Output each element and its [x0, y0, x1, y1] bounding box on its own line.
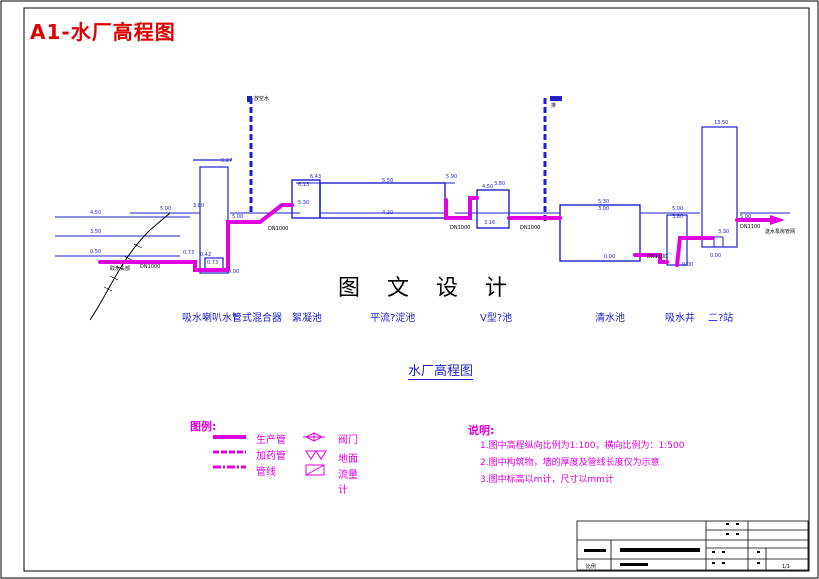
dosing-cap-1	[247, 96, 252, 102]
legend-label-production: 生产管	[256, 435, 286, 446]
legend-label-flowmeter: 流量计	[338, 470, 358, 496]
unit-label-flocculation: 絮凝池	[292, 313, 322, 324]
outflow-arrow	[770, 215, 785, 225]
stair-label-1: 放空水	[254, 95, 269, 102]
elev-pump-a: 3.30	[718, 229, 729, 235]
elev-intake-base: 0.00	[228, 269, 239, 275]
elev-pump-bottom: 0.00	[710, 253, 721, 259]
elev-floc-top: 6.43	[310, 174, 321, 180]
pipe-label: DN1000	[140, 264, 160, 270]
elev-clear-bottom: 0.00	[604, 254, 615, 260]
elev-suction-bottom: 0.00	[682, 262, 693, 268]
stair-label-2: 排	[551, 102, 556, 109]
title-block-fills	[584, 523, 760, 566]
elev-floc-water: 6.13	[298, 182, 309, 188]
dosing-pipes	[249, 98, 547, 223]
elev-clear-water: 3.00	[598, 206, 609, 212]
pipe-label: DN1000	[268, 226, 288, 232]
banner-title: A1-水厂高程图	[30, 20, 176, 44]
notes-line: 1.图中高程纵向比例为1:100，横向比例为：1:500	[480, 441, 685, 451]
legend-label-valve: 阀门	[338, 435, 358, 446]
pump-out-label: 送水泵房管网	[765, 228, 795, 235]
unit-label-mixer: 管式混合器	[232, 313, 282, 324]
legend-label-line: 管线	[256, 467, 276, 478]
pipe-label: DN1000	[450, 225, 470, 231]
river-bank	[89, 212, 171, 321]
clearwell-tank	[559, 204, 641, 262]
legend-symbols	[213, 432, 327, 476]
pipe-label: DN1100	[647, 254, 667, 260]
ground-lines	[55, 212, 790, 257]
elev-floc-b: 5.30	[298, 200, 309, 206]
elev-sed-water: 5.50	[382, 178, 393, 184]
notes-title: 说明:	[468, 424, 495, 437]
watermark-text: 图 文 设 计	[338, 276, 517, 301]
elev-filter-b: 3.80	[494, 181, 505, 187]
elev-river-high: 4.50	[90, 210, 101, 216]
elev-filter-c: 3.16	[484, 220, 495, 226]
legend-title: 图例:	[190, 420, 217, 433]
elev-clear-top: 5.30	[598, 199, 609, 205]
notes-line: 3.图中标高以m计，尺寸以mm计	[480, 475, 614, 485]
unit-label-clearwell: 清水池	[595, 313, 625, 324]
elev-suction-top: 5.00	[672, 206, 683, 212]
elev-intake-c: 0.73	[207, 260, 218, 266]
title-block-ratio: 1/1	[782, 564, 790, 570]
inner-frame	[23, 7, 810, 572]
unit-label-intake: 吸水喇叭水?	[182, 313, 238, 324]
elev-floc-bottom: 4.20	[382, 210, 393, 216]
elev-intake-a: 0.73	[183, 250, 194, 256]
unit-label-sedimentation: 平流?淀池	[370, 313, 416, 324]
flowmeter-icon	[305, 464, 325, 476]
drawing-title: 水厂高程图	[408, 360, 474, 380]
pipe-diameter-labels: DN1000 DN1000 DN1000 DN1000 DN1100 DN110…	[110, 95, 795, 272]
unit-label-filter: V型?池	[480, 313, 513, 324]
notes-line: 2.图中构筑物，墙的厚度及管线长度仅为示意	[480, 458, 660, 468]
elev-well-top: 6.27	[221, 158, 232, 164]
elev-river-mid: 3.50	[90, 229, 101, 235]
elevation-marks: 4.50 3.50 0.50 5.00 3.80 0.73 0.42 0.73 …	[90, 120, 751, 275]
filter-tank	[476, 189, 510, 229]
elev-sed-top: 5.90	[446, 174, 457, 180]
unit-label-pump-station: 二?站	[708, 313, 734, 324]
pipe-label: DN1100	[740, 224, 760, 230]
elev-filter-a: 4.50	[482, 184, 493, 190]
elev-ground-b: 5.00	[740, 214, 751, 220]
title-block	[576, 520, 809, 571]
pipe-label: DN1000	[520, 225, 540, 231]
elev-ground-a: 5.00	[232, 214, 243, 220]
elev-intake-top: 5.00	[160, 206, 171, 212]
elev-river-low: 0.50	[90, 249, 101, 255]
river-label: 取水头部	[110, 265, 130, 272]
elev-pump-top: 13.50	[714, 120, 728, 126]
bank-hatch	[103, 243, 143, 292]
title-block-scale: 比例	[586, 563, 596, 570]
production-pipe	[98, 196, 772, 272]
elev-suction-water: 3.80	[672, 214, 683, 220]
dosing-cap-2	[550, 96, 562, 101]
unit-label-suction-well: 吸水井	[665, 313, 695, 324]
legend-label-ground: 地面	[338, 454, 358, 465]
elev-intake-b: 0.42	[200, 252, 211, 258]
ground-icon	[305, 450, 327, 460]
pump-unit	[713, 236, 724, 248]
elev-intake-water: 3.80	[193, 203, 204, 209]
legend-label-dosing: 加药管	[256, 451, 286, 462]
